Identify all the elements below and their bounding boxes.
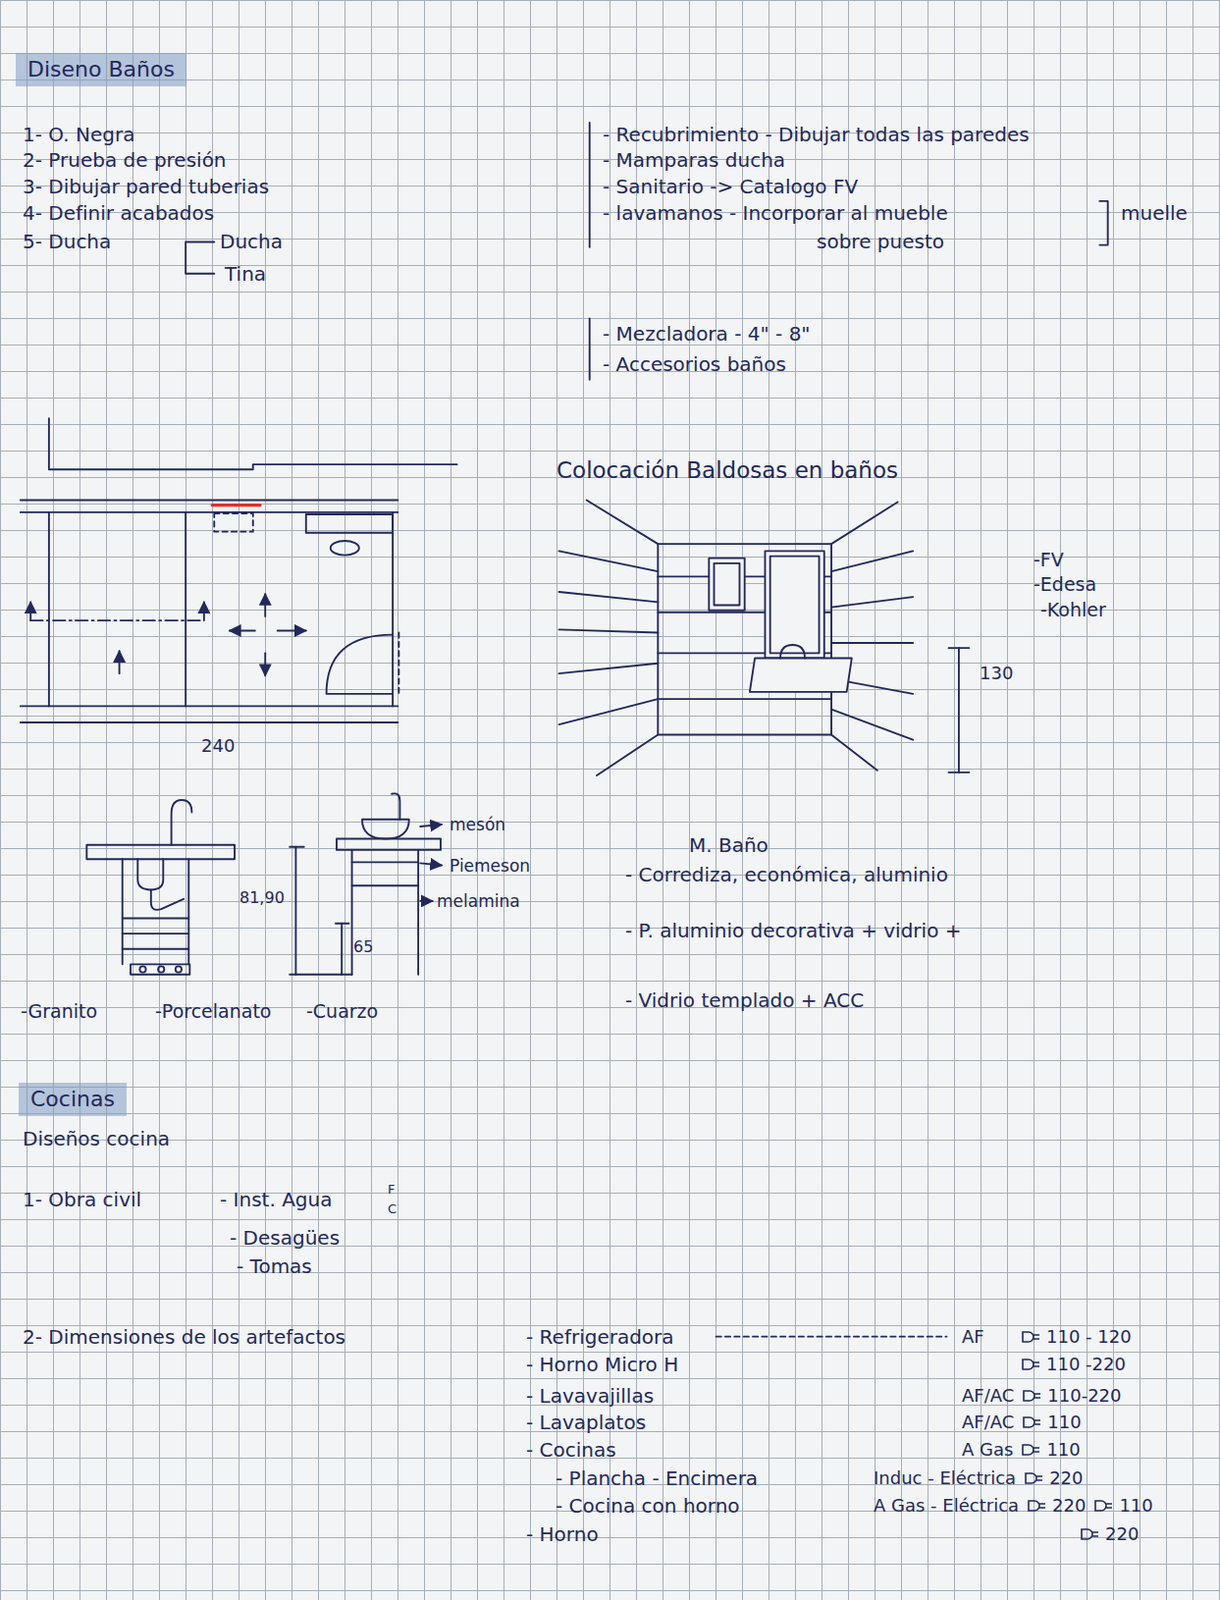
electrical-spec: 110: [1118, 1494, 1153, 1517]
part-name: mesón: [449, 814, 506, 835]
dimension: 81,90: [239, 888, 285, 907]
section-heading: Colocación Baldosas en baños: [556, 457, 899, 485]
material: -Cuarzo: [306, 1000, 378, 1023]
list-item: 2- Prueba de presión: [22, 148, 227, 172]
plug-symbol: [1026, 1498, 1047, 1513]
note: - Sanitario -> Catalogo FV: [602, 174, 858, 199]
list-item: 1- Obra civil: [22, 1187, 142, 1212]
list-item: 3- Dibujar pared tuberias: [22, 174, 269, 199]
appliance: - Cocinas: [526, 1437, 617, 1462]
appliance: - Cocina con horno: [555, 1493, 741, 1518]
electrical-spec: 110 - 120: [1046, 1326, 1132, 1348]
note: F: [387, 1181, 395, 1198]
list-subitem: - Desagües: [229, 1225, 340, 1250]
electrical-spec: 220: [1052, 1494, 1086, 1517]
list-item: 1- O. Negra: [22, 122, 135, 147]
dimension: 65: [353, 937, 373, 956]
brand: -FV: [1033, 548, 1064, 572]
plug-symbol: [1021, 1388, 1042, 1403]
part-name: melamina: [436, 891, 521, 911]
appliance: - Horno: [526, 1522, 599, 1546]
part-name: Piemeson: [449, 855, 531, 876]
plug-symbol: [1079, 1527, 1100, 1541]
note: - Recubrimiento - Dibujar todas las pare…: [602, 122, 1030, 147]
electrical-spec: 110: [1047, 1411, 1081, 1433]
appliance: - Lavavajillas: [526, 1383, 654, 1408]
electrical-spec: Induc - Eléctrica: [873, 1467, 1016, 1489]
note: - lavamanos - Incorporar al mueble: [602, 201, 949, 225]
appliance: - Refrigeradora: [526, 1325, 675, 1349]
electrical-spec: AF/AC: [961, 1411, 1014, 1433]
note: - Mezcladora - 4" - 8": [602, 321, 811, 346]
note: sobre puesto: [816, 229, 945, 254]
list-subitem: - Inst. Agua: [219, 1187, 332, 1212]
list-subitem: Ducha: [219, 229, 283, 254]
electrical-spec: 110: [1046, 1438, 1080, 1461]
electrical-spec: AF/AC: [961, 1384, 1014, 1407]
brand: -Kohler: [1040, 598, 1107, 622]
list-item: 2- Dimensiones de los artefactos: [22, 1325, 346, 1349]
plug-symbol: [1023, 1471, 1044, 1486]
plug-symbol: [1020, 1329, 1041, 1344]
electrical-spec: 220: [1105, 1523, 1139, 1545]
note: C: [387, 1201, 397, 1218]
electrical-spec: 220: [1049, 1467, 1083, 1489]
subheading: M. Baño: [689, 833, 769, 857]
section-band: Cocinas: [18, 1082, 127, 1116]
material: -Granito: [20, 1000, 98, 1023]
note: - Vidrio templado + ACC: [625, 988, 864, 1012]
list-item: 5- Ducha: [22, 229, 111, 254]
note: - Corrediza, económica, aluminio: [625, 862, 949, 887]
page-title: Diseno Baños: [15, 53, 187, 87]
appliance: - Horno Micro H: [526, 1352, 679, 1377]
list-subitem: - Tomas: [236, 1254, 313, 1278]
plug-symbol: [1093, 1498, 1114, 1513]
section-heading: Cocinas: [30, 1086, 115, 1112]
note: - Accesorios baños: [602, 352, 787, 376]
appliance: - Plancha - Encimera: [555, 1466, 758, 1490]
material: -Porcelanato: [155, 1000, 271, 1023]
electrical-spec: 110-220: [1047, 1384, 1121, 1407]
plug-symbol: [1021, 1415, 1042, 1430]
brand: -Edesa: [1033, 573, 1097, 596]
plug-symbol: [1020, 1442, 1041, 1457]
plug-symbol: [1020, 1357, 1041, 1372]
electrical-spec: 110 -220: [1046, 1353, 1126, 1376]
appliance: - Lavaplatos: [526, 1410, 646, 1434]
electrical-spec: A Gas - Eléctrica: [873, 1494, 1019, 1517]
dimension: 130: [979, 662, 1013, 685]
electrical-spec: AF: [961, 1326, 985, 1348]
list-item: 4- Definir acabados: [22, 201, 214, 225]
electrical-spec: A Gas: [961, 1438, 1013, 1461]
note: - P. aluminio decorativa + vidrio +: [625, 918, 961, 943]
list-subitem: Tina: [224, 262, 266, 286]
note: muelle: [1120, 201, 1188, 225]
dimension: 240: [201, 735, 235, 757]
subheading: Diseños cocina: [22, 1126, 170, 1151]
note: - Mamparas ducha: [602, 148, 786, 172]
